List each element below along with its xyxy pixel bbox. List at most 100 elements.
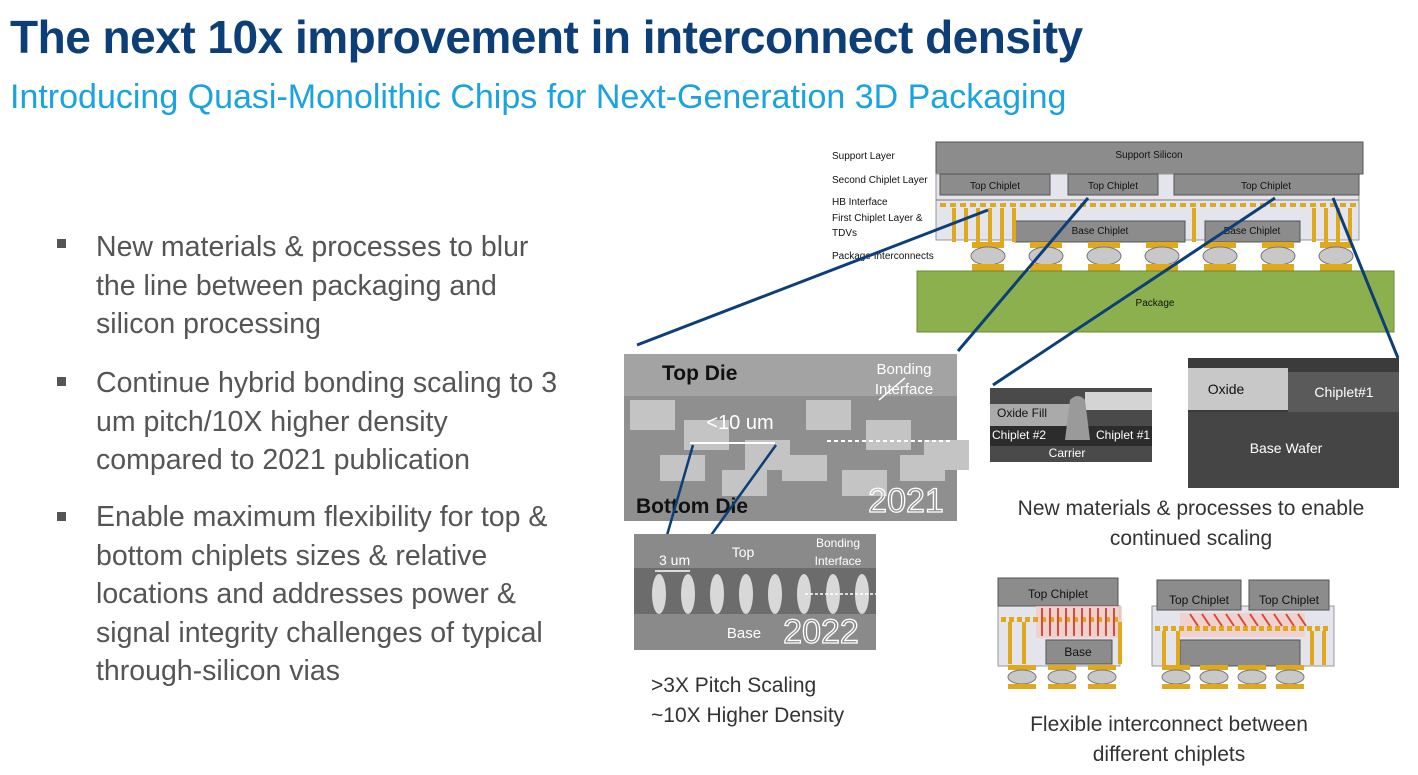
hb-pad [1291, 626, 1296, 631]
bonding-label: Bonding [816, 536, 860, 550]
hb-pad [1017, 617, 1022, 622]
tdv-column [1322, 631, 1326, 665]
solder-bump [1087, 669, 1117, 685]
base-chiplet-label: Base Chiplet [1224, 226, 1281, 237]
flex-left-interconnects [1001, 608, 1122, 689]
hb-pad [1203, 626, 1208, 631]
hb-pad [1020, 203, 1026, 207]
hb-pad [1283, 626, 1288, 631]
tdv-columns [952, 208, 1352, 242]
bullet-text: New materials & processes to blur the li… [96, 231, 529, 340]
flex-right-interconnects [1155, 613, 1328, 689]
hb-pad [1130, 203, 1136, 207]
callout-line [636, 208, 989, 347]
hb-pad [1340, 203, 1346, 207]
bump-pad [1088, 264, 1120, 271]
hb-pad [1163, 626, 1168, 631]
solder-bump [1007, 669, 1037, 685]
hb-pad [940, 203, 946, 207]
hb-pad [1065, 617, 1070, 622]
top-die-label: Top Die [662, 362, 737, 385]
tdv-column [1324, 208, 1328, 242]
hb-pad [1040, 203, 1046, 207]
tdv-column [952, 208, 956, 242]
current-arrow [1225, 613, 1235, 627]
package-substrate [916, 270, 1395, 333]
sem-pad [806, 400, 851, 430]
tdv-column [1008, 622, 1012, 664]
solder-bump [970, 246, 1006, 266]
tdv-column [1348, 208, 1352, 242]
hb-pad [1041, 617, 1046, 622]
hb-pad [1219, 626, 1224, 631]
solder-bump [1260, 246, 1296, 266]
bump-pad [1204, 242, 1236, 248]
sem-via [710, 574, 724, 614]
tdv-column [1118, 622, 1122, 664]
hb-pad [1299, 626, 1304, 631]
current-arrow [1261, 613, 1271, 627]
hb-interface-pads [936, 199, 1359, 207]
solder-bump [1199, 669, 1229, 685]
callout-line [992, 196, 1276, 387]
hb-pad [1070, 203, 1076, 207]
hb-pad [1057, 617, 1062, 622]
chiplet1-label: Chiplet#1 [1314, 384, 1373, 400]
current-arrow [1249, 613, 1259, 627]
sem-via [797, 574, 811, 614]
hb-pad [1195, 626, 1200, 631]
bump-pad [1238, 684, 1266, 689]
year-label: 2022 [783, 613, 859, 651]
carrier-label: Carrier [1049, 446, 1086, 460]
flex-right-top-label: Top Chiplet [1169, 593, 1230, 607]
top-chiplet-label: Top Chiplet [1088, 181, 1138, 192]
flex-left-top-chiplet [997, 577, 1119, 607]
hb-pad [1049, 617, 1054, 622]
hb-pad [1060, 203, 1066, 207]
flex-right-top-chiplet [1248, 579, 1330, 611]
tdv-column [1310, 631, 1314, 665]
hb-pad [1155, 626, 1160, 631]
hb-pad [1307, 626, 1312, 631]
base-wafer-label: Base Wafer [1250, 440, 1323, 456]
bump-pad [1200, 665, 1228, 670]
bump-pad [1146, 264, 1178, 271]
bump-pad [1276, 665, 1304, 670]
tdv-column [988, 208, 992, 242]
top-chiplet-label: Top Chiplet [970, 181, 1020, 192]
bump-pad [1320, 242, 1352, 248]
materials-caption-line: New materials & processes to enable [1017, 497, 1365, 520]
tdv-column [1000, 208, 1004, 242]
bump-pad [1088, 242, 1120, 248]
hb-pad [1025, 617, 1030, 622]
hb-pad [1220, 203, 1226, 207]
hb-pad [1330, 203, 1336, 207]
hb-pad [1267, 626, 1272, 631]
sem-2021-features [630, 400, 969, 496]
bump-pad [972, 264, 1004, 271]
solder-bump [1047, 669, 1077, 685]
hb-pad [980, 203, 986, 207]
hb-pad [1210, 203, 1216, 207]
hb-pad [1160, 203, 1166, 207]
hb-pad [1050, 203, 1056, 207]
bullet-text: Continue hybrid bonding scaling to 3 um … [96, 367, 558, 476]
solder-bump [1318, 246, 1354, 266]
bump-pad [1162, 684, 1190, 689]
hb-pad [1310, 203, 1316, 207]
hb-pad [1001, 617, 1006, 622]
bump-pad [1162, 665, 1190, 670]
hb-pad [1030, 203, 1036, 207]
top-chiplet-block [939, 173, 1051, 196]
solder-bump [1144, 246, 1180, 266]
layer-label: Support Layer [832, 151, 895, 162]
layer-label: TDVs [832, 228, 857, 239]
bump-pad [1088, 665, 1116, 670]
tdv-column [1012, 208, 1016, 242]
callout-line [956, 197, 1090, 352]
hb-pad [1350, 203, 1356, 207]
bump-pad [1262, 264, 1294, 271]
hb-pad [1033, 617, 1038, 622]
bump-pad [1030, 242, 1062, 248]
